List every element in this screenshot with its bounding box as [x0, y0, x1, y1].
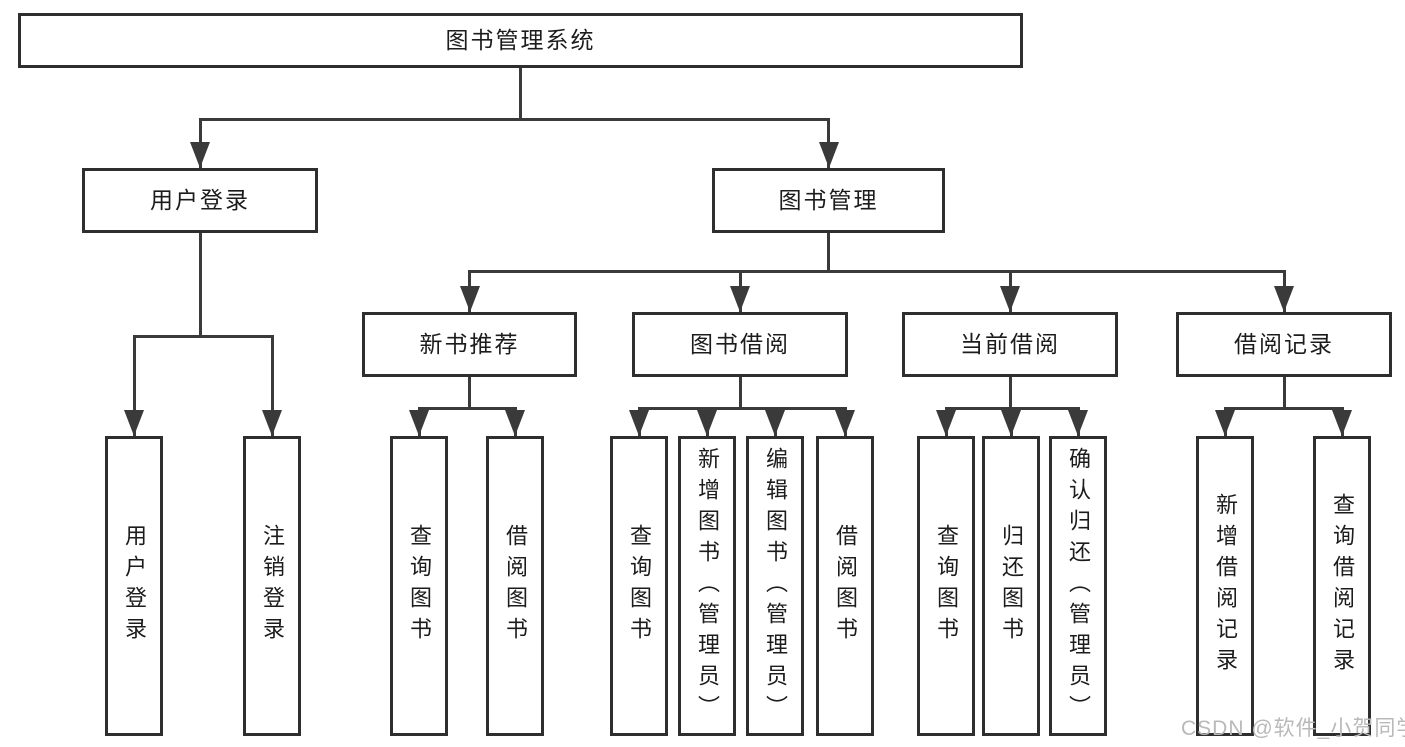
new-book-recommend-node: 新书推荐 [362, 312, 577, 377]
leaf-query-book-1-node: 查询图书 [390, 436, 448, 736]
connector-line [468, 270, 1286, 273]
arrow-down-icon [505, 410, 525, 436]
arrow-down-icon [190, 142, 210, 168]
connector-line [198, 118, 830, 121]
arrow-down-icon [629, 410, 649, 436]
arrow-down-icon [1001, 410, 1021, 436]
arrow-down-icon [1068, 410, 1088, 436]
connector-line [1282, 377, 1286, 410]
connector-line [132, 335, 136, 436]
connector-line [270, 335, 274, 436]
arrow-down-icon [1274, 286, 1294, 312]
arrow-down-icon [1215, 410, 1235, 436]
arrow-down-icon [818, 142, 839, 168]
leaf-add-record-node: 新增借阅记录 [1196, 436, 1254, 736]
leaf-return-book-node: 归还图书 [982, 436, 1040, 736]
borrowing-records-node: 借阅记录 [1176, 312, 1392, 377]
arrow-down-icon [1332, 410, 1352, 436]
leaf-borrow-book-1-node: 借阅图书 [486, 436, 544, 736]
arrow-down-icon [697, 410, 717, 436]
leaf-confirm-return-node: 确认归还（管理员） [1049, 436, 1107, 736]
connector-line [827, 233, 830, 273]
book-borrowing-node: 图书借阅 [632, 312, 848, 377]
book-management-node: 图书管理 [712, 168, 945, 233]
connector-line [738, 377, 742, 410]
csdn-watermark: CSDN @软件_小贺同学 [1181, 717, 1405, 740]
arrow-down-icon [409, 410, 429, 436]
connector-line [519, 68, 522, 121]
arrow-down-icon [459, 286, 480, 312]
connector-line [637, 407, 847, 410]
arrow-down-icon [730, 286, 750, 312]
arrow-down-icon [936, 410, 956, 436]
arrow-down-icon [1000, 286, 1020, 312]
connector-line [132, 335, 274, 338]
arrow-down-icon [835, 410, 855, 436]
connector-line [1008, 377, 1012, 410]
leaf-query-book-2-node: 查询图书 [610, 436, 668, 736]
arrow-down-icon [262, 410, 282, 436]
leaf-user-login-node: 用户登录 [105, 436, 163, 736]
leaf-logout-node: 注销登录 [243, 436, 301, 736]
user-login-group-node: 用户登录 [82, 168, 318, 233]
leaf-edit-book-node: 编辑图书（管理员） [746, 436, 804, 736]
connector-line [468, 377, 471, 410]
connector-line [198, 233, 202, 338]
current-borrowing-node: 当前借阅 [902, 312, 1118, 377]
leaf-query-book-3-node: 查询图书 [917, 436, 975, 736]
leaf-add-book-node: 新增图书（管理员） [678, 436, 736, 736]
leaf-borrow-book-2-node: 借阅图书 [816, 436, 874, 736]
leaf-query-record-node: 查询借阅记录 [1313, 436, 1371, 736]
root-node: 图书管理系统 [18, 13, 1023, 68]
connector-line [1223, 407, 1344, 410]
arrow-down-icon [124, 410, 144, 436]
connector-line [417, 407, 517, 410]
arrow-down-icon [765, 410, 785, 436]
